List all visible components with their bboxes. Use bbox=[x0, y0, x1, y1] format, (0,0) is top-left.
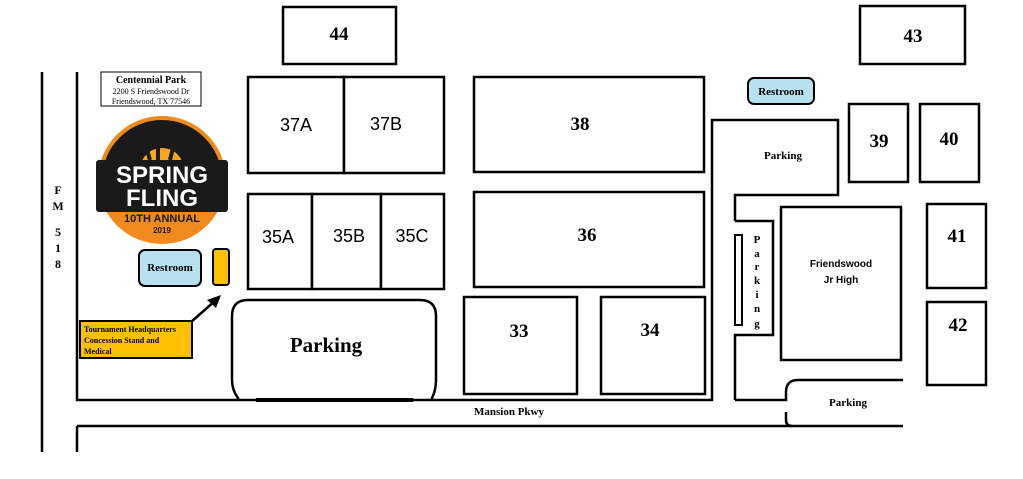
field-43-label: 43 bbox=[904, 26, 923, 47]
logo-fling-text: FLING bbox=[126, 185, 198, 212]
field-41[interactable] bbox=[925, 202, 988, 290]
parking-vertical-char: g bbox=[754, 318, 760, 330]
restroom-top bbox=[747, 77, 815, 105]
field-35a-label: 35A bbox=[262, 227, 294, 247]
field-37b[interactable] bbox=[342, 75, 446, 175]
vertical-parking-strip bbox=[734, 234, 743, 326]
fm-518-char: 5 bbox=[55, 225, 61, 239]
field-35c-label: 35C bbox=[395, 226, 428, 246]
field-44-label: 44 bbox=[330, 24, 350, 45]
field-43[interactable] bbox=[858, 4, 967, 66]
restroom-left-label: Restroom bbox=[147, 262, 193, 274]
parking-vertical-char: a bbox=[754, 248, 760, 260]
park-boundary bbox=[75, 72, 840, 402]
parking-vertical-char: P bbox=[754, 234, 761, 246]
field-35a[interactable] bbox=[246, 192, 314, 291]
field-39[interactable] bbox=[847, 102, 910, 184]
field-37a-label: 37A bbox=[280, 115, 312, 135]
park-info-box bbox=[100, 71, 202, 107]
parking-main-label: Parking bbox=[290, 333, 363, 357]
fm-518-label: F M 5 1 8 bbox=[52, 183, 63, 271]
parking-vertical-char: r bbox=[755, 261, 760, 273]
lower-right-parking-edge bbox=[784, 412, 793, 428]
field-33[interactable] bbox=[462, 295, 579, 396]
logo-edition-text: 10TH ANNUAL bbox=[124, 213, 200, 225]
logo-spring-text: SPRING bbox=[116, 162, 208, 189]
field-36[interactable] bbox=[472, 190, 706, 289]
logo-year-text: 2019 bbox=[153, 226, 171, 235]
field-40-label: 40 bbox=[940, 129, 959, 150]
field-37a[interactable] bbox=[246, 75, 346, 175]
park-address-line2: Friendswood, TX 77546 bbox=[112, 97, 190, 106]
headquarters-building bbox=[212, 248, 230, 286]
spring-fling-logo: SPRING FLING 10TH ANNUAL 2019 bbox=[96, 116, 228, 244]
parking-lower-right-label: Parking bbox=[829, 397, 867, 409]
headquarters-info-box bbox=[79, 320, 193, 359]
restroom-top-label: Restroom bbox=[758, 86, 804, 98]
headquarters-arrow-head bbox=[207, 295, 221, 308]
field-40[interactable] bbox=[918, 102, 981, 184]
field-35c[interactable] bbox=[379, 192, 446, 291]
field-34[interactable] bbox=[599, 295, 707, 396]
field-42[interactable] bbox=[925, 300, 988, 387]
field-33-label: 33 bbox=[510, 321, 529, 342]
fm-518-char: 1 bbox=[55, 241, 61, 255]
school-name-line2: Jr High bbox=[824, 275, 858, 286]
field-37b-label: 37B bbox=[370, 114, 402, 134]
field-35b-label: 35B bbox=[333, 226, 365, 246]
park-name: Centennial Park bbox=[116, 75, 187, 86]
mansion-pkwy-label: Mansion Pkwy bbox=[474, 406, 544, 418]
field-36-label: 36 bbox=[578, 225, 597, 246]
hq-line2: Concession Stand and bbox=[84, 336, 160, 345]
friendswood-jr-high-building bbox=[779, 205, 903, 362]
lower-right-parking-lot bbox=[735, 378, 903, 402]
school-name-line1: Friendswood bbox=[810, 259, 872, 270]
parking-upper-right-label: Parking bbox=[764, 150, 802, 162]
restroom-left bbox=[138, 249, 202, 287]
parking-vertical-label: P a r k i n g bbox=[754, 234, 761, 330]
field-34-label: 34 bbox=[641, 320, 661, 341]
field-38[interactable] bbox=[472, 75, 706, 174]
field-44[interactable] bbox=[281, 5, 398, 66]
fm-518-char: M bbox=[52, 199, 63, 213]
field-42-label: 42 bbox=[949, 315, 968, 336]
field-38-label: 38 bbox=[571, 114, 590, 135]
parking-vertical-char: k bbox=[754, 275, 761, 287]
parking-vertical-char: i bbox=[755, 289, 758, 301]
vertical-parking-lot bbox=[733, 219, 775, 400]
fm-518-char: 8 bbox=[55, 257, 61, 271]
fm-518-char: F bbox=[54, 183, 61, 197]
hq-line1: Tournament Headquarters bbox=[84, 325, 176, 334]
hq-line3: Medical bbox=[84, 347, 112, 356]
parking-vertical-char: n bbox=[754, 303, 760, 315]
field-39-label: 39 bbox=[870, 131, 889, 152]
park-address-line1: 2200 S Friendswood Dr bbox=[113, 87, 190, 96]
field-35b[interactable] bbox=[310, 192, 383, 291]
main-parking-lot bbox=[230, 298, 438, 400]
field-41-label: 41 bbox=[948, 226, 967, 247]
